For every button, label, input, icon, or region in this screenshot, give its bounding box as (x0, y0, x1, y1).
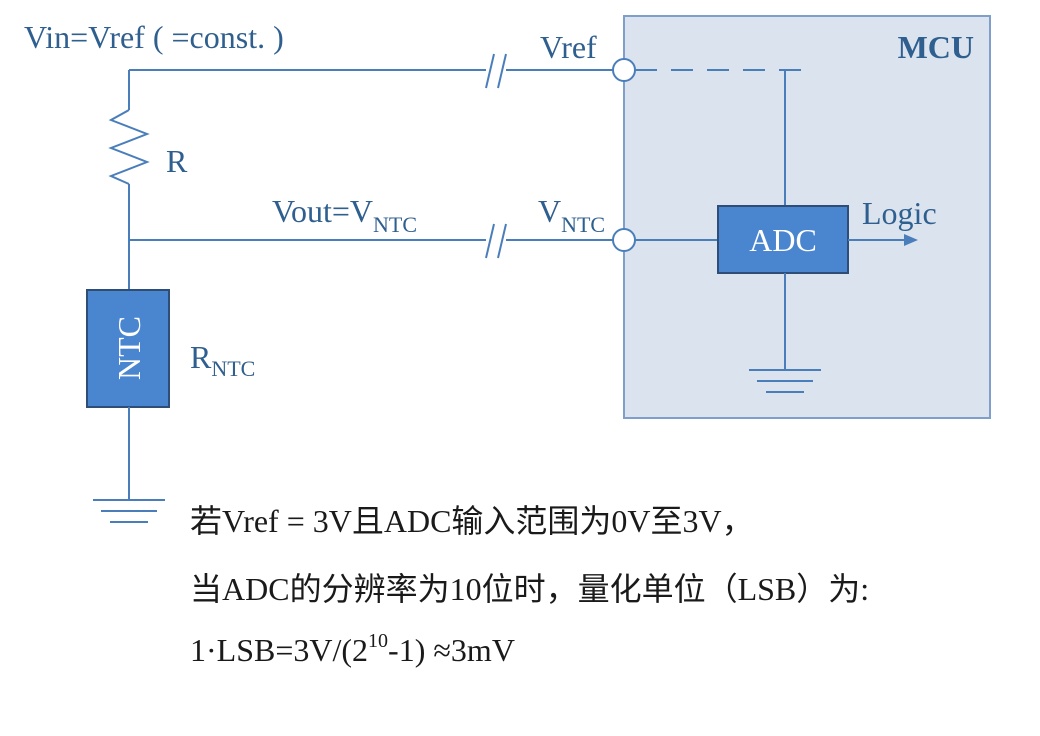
vout-label-main: Vout=V (272, 193, 373, 229)
adc-label: ADC (749, 222, 817, 258)
ntc-ground-symbol (93, 499, 165, 523)
vout-break-mark (485, 223, 507, 259)
adc-ground-symbol (749, 369, 821, 393)
note-line-3-a: 1·LSB=3V/(2 (190, 632, 369, 668)
vntc-pin (612, 228, 636, 252)
resistor-r-label: R (166, 143, 188, 179)
resistor-r (108, 109, 150, 185)
vout-label-sub: NTC (373, 212, 417, 237)
vref-pin (612, 58, 636, 82)
vref-pin-label: Vref (540, 29, 597, 65)
vout-label: Vout=VNTC (272, 193, 417, 237)
rntc-label-sub: NTC (211, 356, 255, 381)
rntc-label-main: R (190, 339, 212, 375)
mcu-label: MCU (898, 29, 974, 65)
vntc-pin-label-main: V (538, 193, 561, 229)
vntc-pin-label-sub: NTC (561, 212, 605, 237)
vref-break-mark (485, 53, 507, 89)
vntc-pin-label: VNTC (538, 193, 605, 237)
ntc-block-label: NTC (111, 316, 147, 380)
logic-label: Logic (862, 195, 937, 231)
note-line-3: 1·LSB=3V/(210-1) ≈3mV (190, 630, 515, 669)
adc-block (717, 205, 849, 274)
note-line-3-exp: 10 (368, 630, 389, 652)
vin-label: Vin=Vref ( =const. ) (24, 19, 284, 55)
note-line-3-b: -1) ≈3mV (388, 632, 515, 668)
logic-arrow-head (904, 234, 918, 246)
ntc-block (86, 289, 170, 408)
note-line-2: 当ADC的分辨率为10位时，量化单位（LSB）为: (190, 571, 870, 607)
note-line-1: 若Vref = 3V且ADC输入范围为0V至3V， (190, 503, 754, 539)
rntc-label: RNTC (190, 339, 255, 381)
